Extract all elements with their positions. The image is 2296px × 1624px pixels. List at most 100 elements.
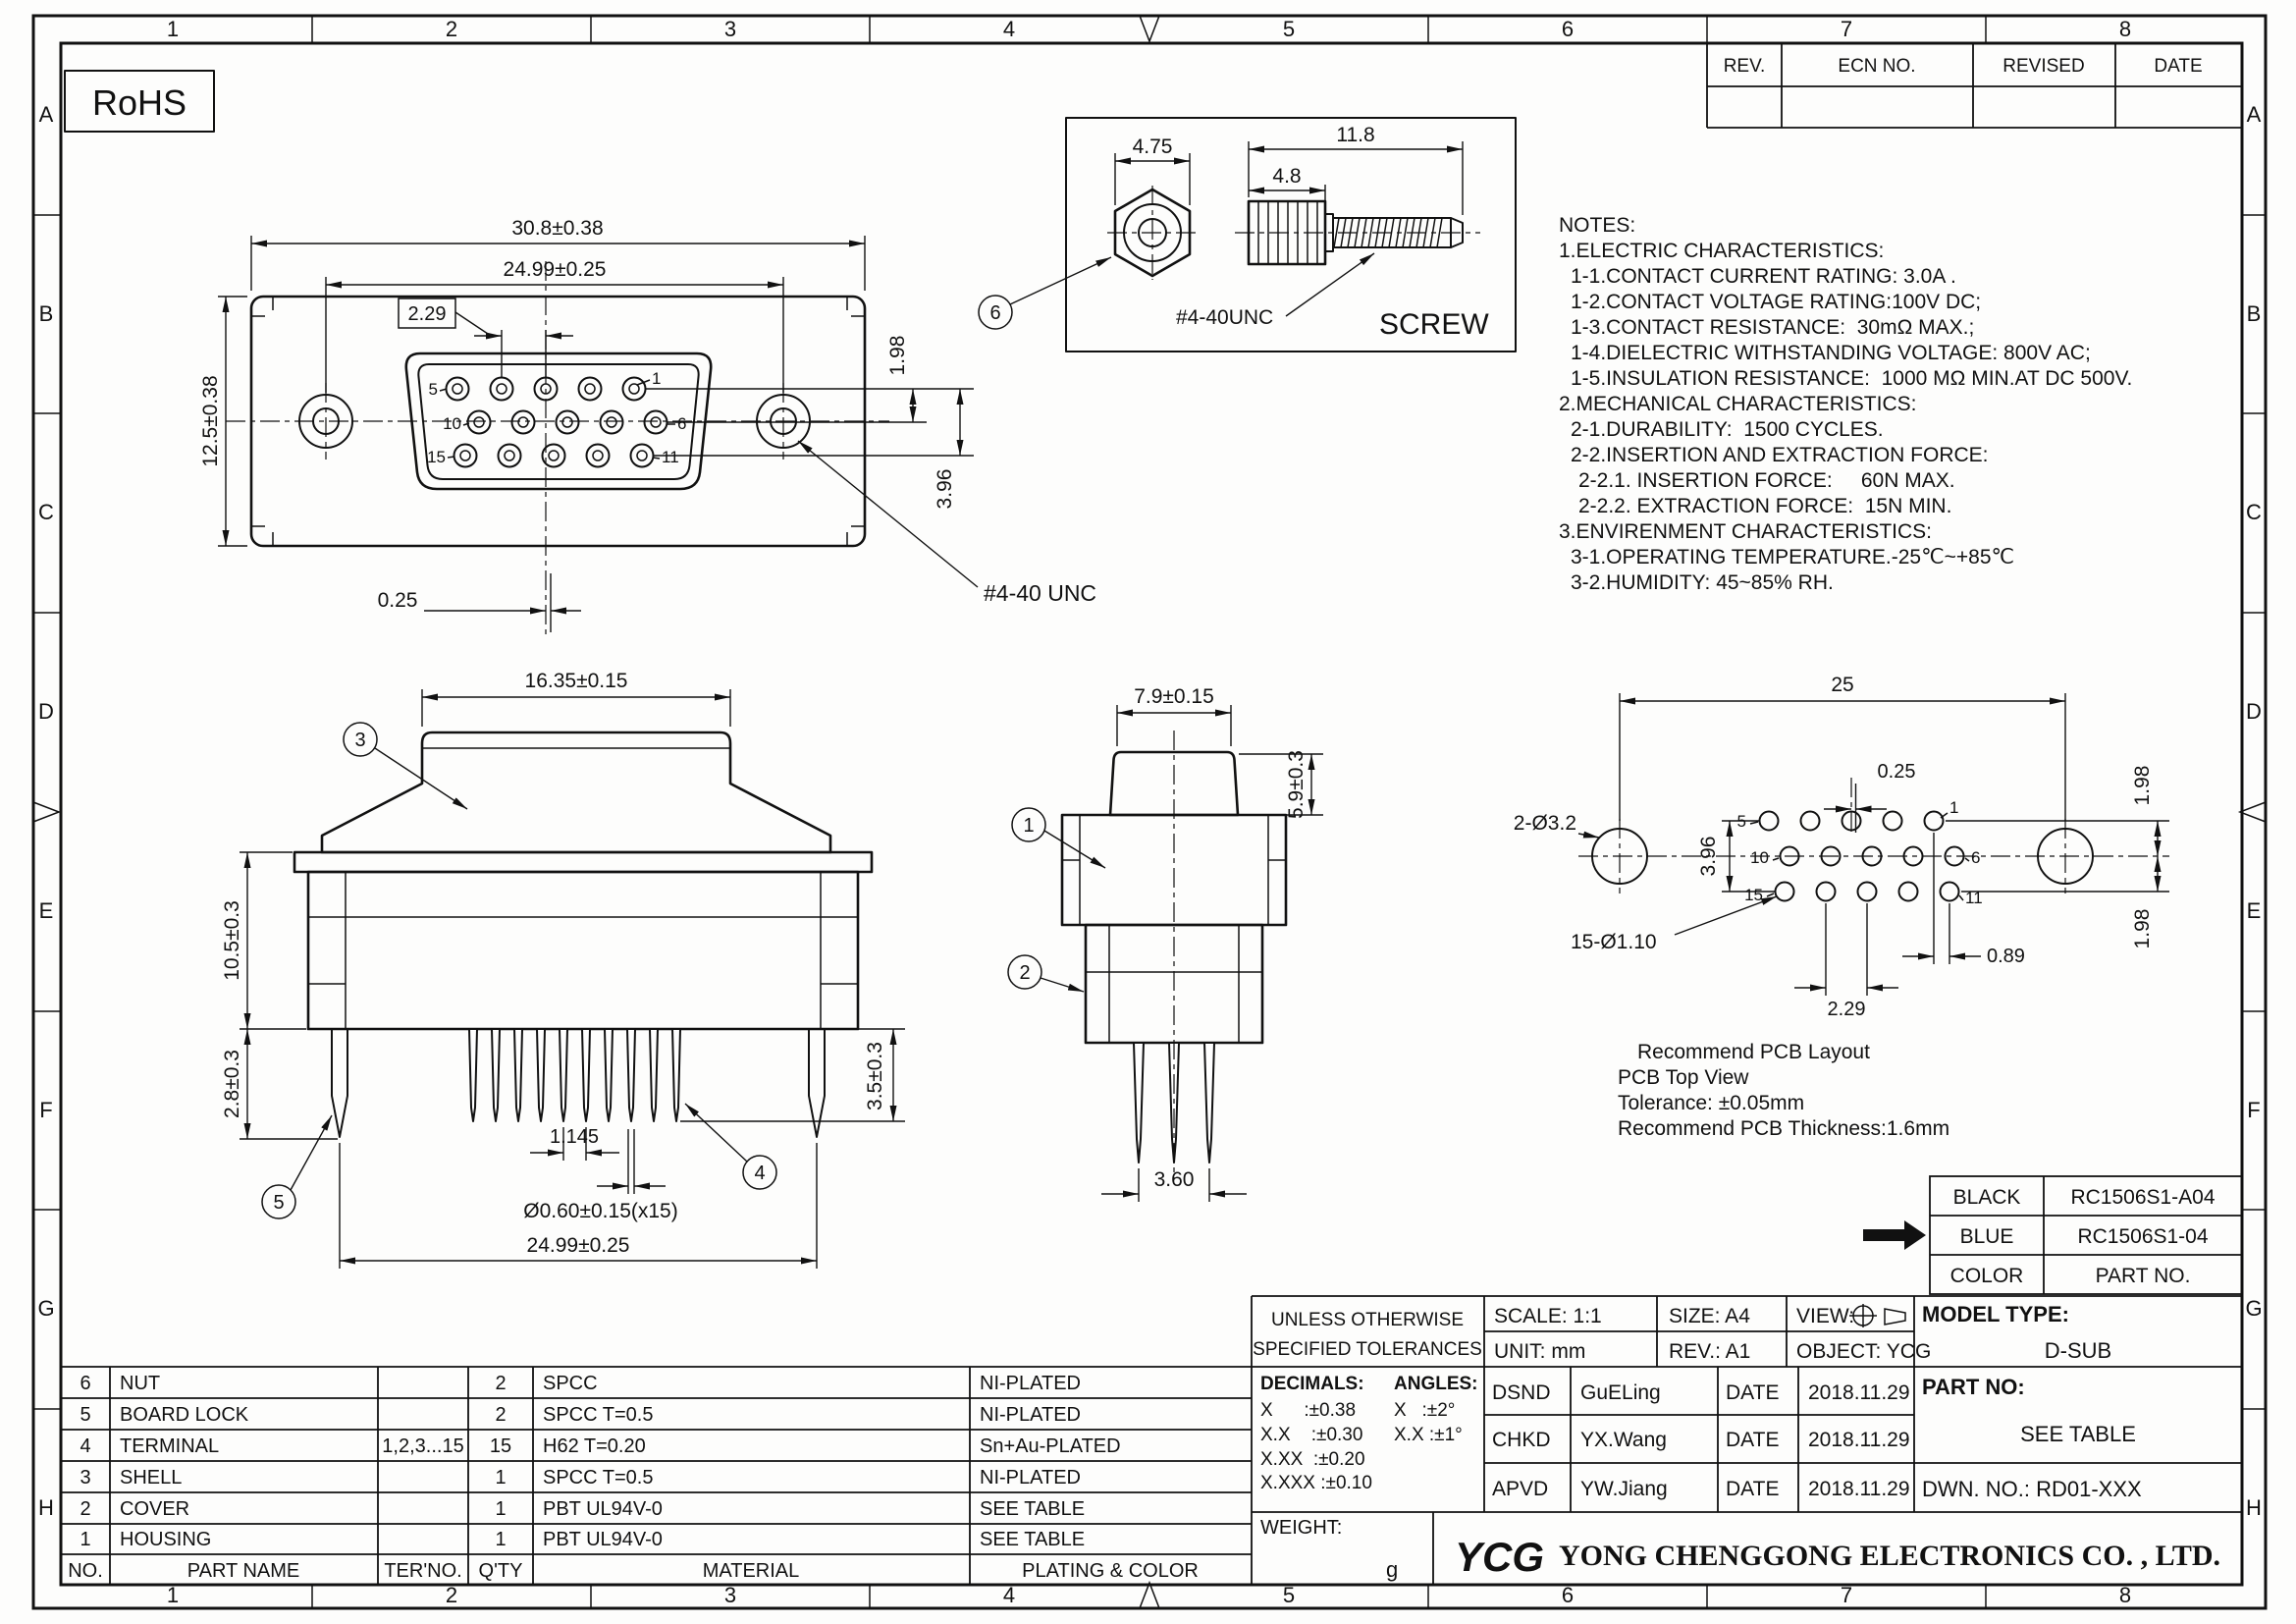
notes-line: 3-1.OPERATING TEMPERATURE.-25℃~+85℃ — [1571, 546, 2014, 568]
chkd-date: 2018.11.29 — [1808, 1429, 1910, 1451]
bom-material: SPCC T=0.5 — [543, 1404, 653, 1426]
dim-pcb-row-span: 3.96 — [1697, 837, 1720, 877]
dim-pin-dia: Ø0.60±0.15(x15) — [523, 1200, 677, 1222]
bom-row: 6 NUT 2 SPCC NI-PLATED — [80, 1373, 1081, 1394]
bom-part-name: NUT — [120, 1373, 160, 1394]
pcb-pin-label-1: 1 — [1949, 798, 1958, 817]
rohs-badge: RoHS — [64, 70, 215, 133]
notes-line: 3-2.HUMIDITY: 45~85% RH. — [1571, 571, 1834, 594]
bom-header: Q'TY — [479, 1560, 523, 1582]
bom-qty: 2 — [495, 1404, 506, 1426]
tolerance-angle: X :±2° — [1394, 1400, 1455, 1421]
dsub-shroud-outer — [404, 352, 713, 491]
bom-material: PBT UL94V-0 — [543, 1498, 663, 1520]
notes-line: 2.MECHANICAL CHARACTERISTICS: — [1559, 393, 1916, 415]
title-block: UNLESS OTHERWISE SPECIFIED TOLERANCES DE… — [1251, 1295, 2242, 1585]
pin-label-1: 1 — [652, 369, 661, 388]
balloon-cover — [1007, 954, 1042, 990]
pin-label-5: 5 — [429, 380, 438, 399]
tolerance-note: UNLESS OTHERWISE — [1271, 1310, 1464, 1330]
pin-label-6: 6 — [677, 414, 686, 433]
side-view-dimensions: 16.35±0.15 10.5±0.3 2.8±0.3 3.5±0.3 1.14… — [221, 670, 905, 1269]
bom-part-name: SHELL — [120, 1467, 182, 1489]
model-type-label: MODEL TYPE: — [1922, 1302, 2069, 1326]
decimals-label: DECIMALS: — [1260, 1374, 1364, 1394]
dim-offset: 0.25 — [378, 589, 418, 612]
balloon-board-lock — [261, 1184, 296, 1219]
tolerance-decimal: X.X :±0.30 — [1260, 1425, 1362, 1445]
dim-pcb-row3-offset: 0.89 — [1987, 946, 2025, 967]
bom-header-row: NO. PART NAME TER'NO. Q'TY MATERIAL PLAT… — [68, 1560, 1199, 1582]
model-type-value: D-SUB — [2045, 1338, 2111, 1363]
pcb-caption-line: Tolerance: ±0.05mm — [1618, 1092, 1804, 1114]
notes-line: NOTES: — [1559, 214, 1635, 237]
bom-header: MATERIAL — [703, 1560, 800, 1582]
dim-rear-pin-span: 3.60 — [1154, 1168, 1195, 1191]
dim-row-gap: 1.98 — [886, 336, 909, 376]
dim-pcb-hole-span: 25 — [1831, 674, 1853, 696]
bom-no: 4 — [80, 1435, 90, 1457]
pcb-pin-holes — [1758, 810, 1965, 902]
bom-plating: NI-PLATED — [980, 1467, 1081, 1489]
partno-header: PART NO. — [2096, 1265, 2191, 1287]
detail-box — [1065, 117, 1517, 352]
rohs-label: RoHS — [92, 82, 187, 123]
dim-hood-width: 16.35±0.15 — [525, 670, 628, 692]
balloon-shell — [343, 722, 378, 757]
bom-qty: 1 — [495, 1498, 506, 1520]
notes-line: 1-4.DIELECTRIC WITHSTANDING VOLTAGE: 800… — [1571, 342, 2091, 364]
screw-detail: 4.75 11.8 4.8 #4-40UNC SCREW 6 — [978, 117, 1517, 352]
selection-arrow-icon — [1863, 1220, 1926, 1250]
dim-total-len: 11.8 — [1336, 124, 1374, 146]
chkd-label: CHKD — [1492, 1429, 1551, 1451]
dim-head-len: 4.8 — [1272, 165, 1301, 188]
rev-header: REV. — [1724, 56, 1766, 77]
angles-label: ANGLES: — [1394, 1374, 1478, 1394]
zone-col-label: 7 — [1841, 17, 1852, 41]
bom-header: NO. — [68, 1560, 103, 1582]
dim-pin-len: 3.5±0.3 — [864, 1042, 886, 1110]
zone-row-label: F — [2247, 1098, 2260, 1122]
zone-row-label: H — [38, 1495, 54, 1520]
bom-row: 4 TERMINAL 1,2,3...15 15 H62 T=0.20 Sn+A… — [80, 1435, 1120, 1457]
balloon-board-lock-label: 5 — [273, 1192, 284, 1214]
zone-col-label: 2 — [446, 17, 457, 41]
view-label: VIEW: — [1796, 1305, 1854, 1327]
terminal-pins — [468, 1028, 681, 1122]
pcb-pin-label-6: 6 — [1971, 848, 1980, 867]
pin-label-10: 10 — [443, 414, 461, 433]
color-cell: BLUE — [1960, 1225, 2014, 1248]
color-cell: BLACK — [1953, 1186, 2021, 1209]
zone-row-label: C — [2246, 500, 2262, 524]
dsnd-label: DSND — [1492, 1381, 1551, 1404]
pcb-pin-label-11: 11 — [1965, 889, 1983, 907]
pin-label-11: 11 — [662, 448, 679, 466]
color-header: COLOR — [1950, 1265, 2024, 1287]
rear-view-dimensions: 7.9±0.15 5.9±0.3 3.60 — [1101, 685, 1323, 1202]
zone-col-label: 1 — [167, 1583, 179, 1607]
zone-row-label: B — [2247, 301, 2262, 326]
screw-dimensions: 4.75 11.8 4.8 #4-40UNC SCREW — [1114, 124, 1489, 341]
zone-col-label: 8 — [2119, 1583, 2131, 1607]
zone-row-label: G — [37, 1296, 54, 1321]
company-logo: YCG — [1455, 1534, 1544, 1580]
cover-flange — [293, 850, 874, 874]
bom-no: 2 — [80, 1498, 90, 1520]
dim-pcb-row-gap-bottom: 1.98 — [2131, 909, 2154, 949]
apvd-name: YW.Jiang — [1580, 1478, 1668, 1500]
zone-row-label: C — [38, 500, 54, 524]
revised-header: REVISED — [2002, 56, 2084, 77]
bom-material: SPCC T=0.5 — [543, 1467, 653, 1489]
company-name: YONG CHENGGONG ELECTRONICS CO. , LTD. — [1559, 1540, 2220, 1572]
zone-row-label: A — [2247, 102, 2262, 127]
bom-no: 6 — [80, 1373, 90, 1394]
notes-line: 1-3.CONTACT RESISTANCE: 30mΩ MAX.; — [1571, 316, 1974, 339]
dim-row-span: 3.96 — [934, 469, 956, 510]
bom-row: 3 SHELL 1 SPCC T=0.5 NI-PLATED — [80, 1467, 1081, 1489]
dim-pcb-pitch: 2.29 — [1828, 999, 1866, 1020]
contact-holes — [445, 376, 668, 468]
date-header: DATE — [2154, 56, 2202, 77]
zone-col-label: 6 — [1562, 1583, 1574, 1607]
ecn-header: ECN NO. — [1838, 56, 1915, 77]
dwn-no: DWN. NO.: RD01-XXX — [1922, 1477, 2142, 1501]
